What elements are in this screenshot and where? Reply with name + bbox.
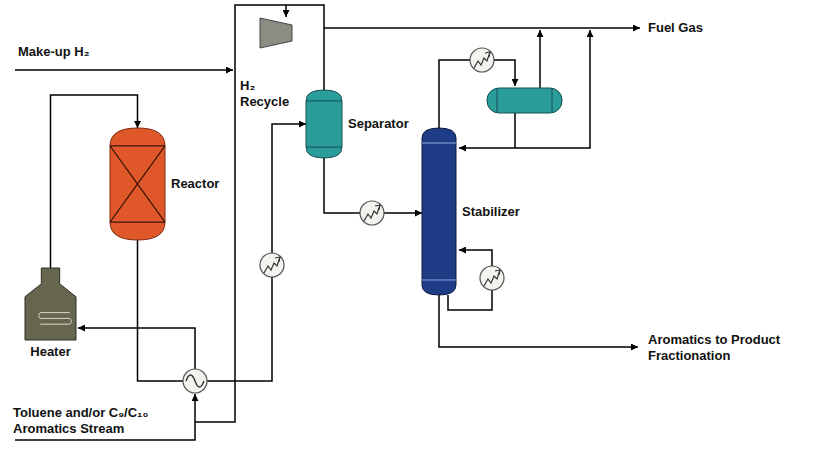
product-line [439, 295, 638, 347]
shape-outline [110, 128, 165, 240]
vessel-shape [422, 128, 456, 295]
reboiler [480, 266, 504, 290]
stabilizer-column: Stabilizer [422, 128, 456, 295]
equipment-label: Separator [348, 116, 409, 132]
reflux-drum [487, 88, 562, 113]
shape-outline [422, 143, 456, 280]
equipment-label: Stabilizer [462, 204, 520, 220]
compressor-inlet [285, 5, 287, 17]
equipment-label: Heater [30, 344, 70, 360]
stream-name: Aromatics to Product Fractionation [648, 332, 780, 363]
equipment-name: Stabilizer [462, 204, 520, 219]
shape-outline [39, 313, 72, 325]
fired-heater: Heater [25, 268, 76, 340]
stream-label: Fuel Gas [648, 20, 703, 36]
shape-outline [25, 268, 76, 340]
heater-feed-line [78, 328, 195, 369]
shape-outline [110, 146, 165, 222]
separator-vessel: Separator [306, 90, 342, 158]
process-lines [15, 5, 640, 440]
effluent-cooler [260, 253, 284, 277]
drum-vent-line [539, 30, 541, 88]
fuel-gas-line [324, 27, 640, 29]
stream-label: H₂ Recycle [240, 78, 300, 111]
equipment-name: Heater [30, 344, 70, 359]
overhead-condenser [470, 48, 494, 72]
drum-seam [552, 89, 553, 112]
stream-name: Make-up H₂ [18, 44, 90, 59]
vessel-shape [306, 90, 342, 158]
feed-effluent-exchanger [183, 369, 207, 393]
stabilizer-feed-exchanger [360, 201, 384, 225]
recycle-line [195, 5, 324, 422]
equipment-label: Reactor [171, 176, 219, 192]
makeup-line [15, 69, 233, 71]
stream-name: Toluene and/or C₉/C₁₀ Aromatics Stream [13, 405, 148, 436]
reflux-line [459, 113, 515, 148]
shape-outline [306, 90, 342, 158]
compressor-symbol [260, 18, 292, 48]
stream-label: Aromatics to Product Fractionation [648, 332, 816, 365]
stream-label: Toluene and/or C₉/C₁₀ Aromatics Stream [13, 405, 163, 438]
drum-seam [497, 89, 498, 112]
stream-label: Make-up H₂ [18, 44, 90, 60]
reactor-vessel: Reactor [110, 128, 165, 240]
vessel-shape [110, 128, 165, 240]
stream-name: Fuel Gas [648, 20, 703, 35]
vessel-shape [25, 268, 76, 340]
stream-name: H₂ Recycle [240, 78, 289, 109]
shape-outline [422, 128, 456, 295]
equipment-name: Separator [348, 116, 409, 131]
shape-outline [306, 101, 342, 147]
equipment-name: Reactor [171, 176, 219, 191]
